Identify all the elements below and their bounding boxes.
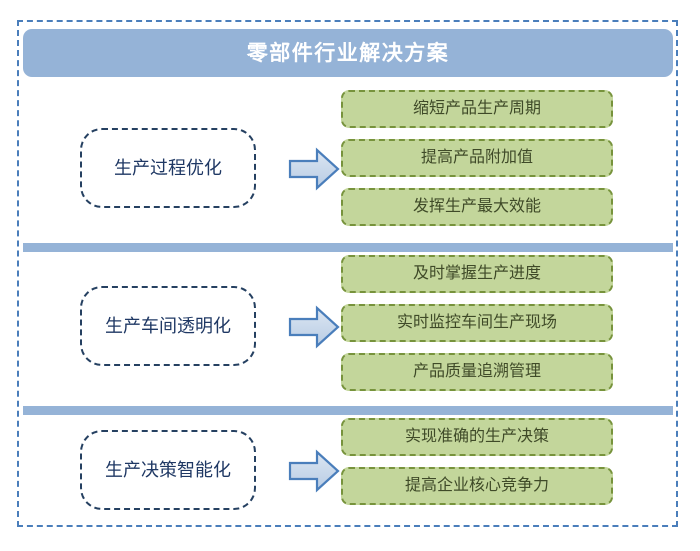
items-column-1: 缩短产品生产周期 提高产品附加值 发挥生产最大效能	[341, 90, 613, 226]
item-label: 提高企业核心竞争力	[404, 477, 549, 494]
page-title: 零部件行业解决方案	[246, 41, 450, 65]
outer-dashed-frame	[17, 20, 678, 527]
item-box[interactable]: 实现准确的生产决策	[341, 418, 613, 456]
header-banner: 零部件行业解决方案	[23, 29, 673, 77]
items-column-3: 实现准确的生产决策 提高企业核心竞争力	[341, 418, 613, 505]
item-box[interactable]: 发挥生产最大效能	[341, 188, 613, 226]
item-box[interactable]: 及时掌握生产进度	[341, 255, 613, 293]
section-row-2: 生产车间透明化 及时掌握生产进度 实时监控车间生产现场 产品质量	[23, 255, 673, 403]
item-box[interactable]: 提高产品附加值	[341, 139, 613, 177]
item-label: 提高产品附加值	[420, 149, 533, 166]
category-label-3: 生产决策智能化	[105, 460, 231, 480]
item-box[interactable]: 实时监控车间生产现场	[341, 304, 613, 342]
item-label: 实时监控车间生产现场	[396, 314, 557, 331]
category-label-2: 生产车间透明化	[105, 316, 231, 336]
items-column-2: 及时掌握生产进度 实时监控车间生产现场 产品质量追溯管理	[341, 255, 613, 391]
item-label: 产品质量追溯管理	[412, 363, 541, 380]
right-block-arrow-icon-3	[288, 449, 340, 493]
category-box-3[interactable]: 生产决策智能化	[80, 430, 256, 510]
category-label-1: 生产过程优化	[114, 158, 222, 178]
right-block-arrow-icon-1	[288, 147, 340, 191]
item-label: 实现准确的生产决策	[404, 428, 549, 445]
section-row-1: 生产过程优化 缩短产品生产周期 提高产品附加值 发挥生产最大效能	[23, 90, 673, 240]
item-box[interactable]: 提高企业核心竞争力	[341, 467, 613, 505]
item-box[interactable]: 产品质量追溯管理	[341, 353, 613, 391]
section-divider-1	[23, 243, 673, 252]
item-label: 缩短产品生产周期	[412, 100, 541, 117]
section-row-3: 生产决策智能化 实现准确的生产决策 提高企业核心竞争力	[23, 418, 673, 523]
section-divider-2	[23, 406, 673, 415]
item-label: 及时掌握生产进度	[412, 265, 541, 282]
category-box-2[interactable]: 生产车间透明化	[80, 286, 256, 366]
category-box-1[interactable]: 生产过程优化	[80, 128, 256, 208]
right-block-arrow-icon-2	[288, 305, 340, 349]
item-label: 发挥生产最大效能	[412, 198, 541, 215]
item-box[interactable]: 缩短产品生产周期	[341, 90, 613, 128]
